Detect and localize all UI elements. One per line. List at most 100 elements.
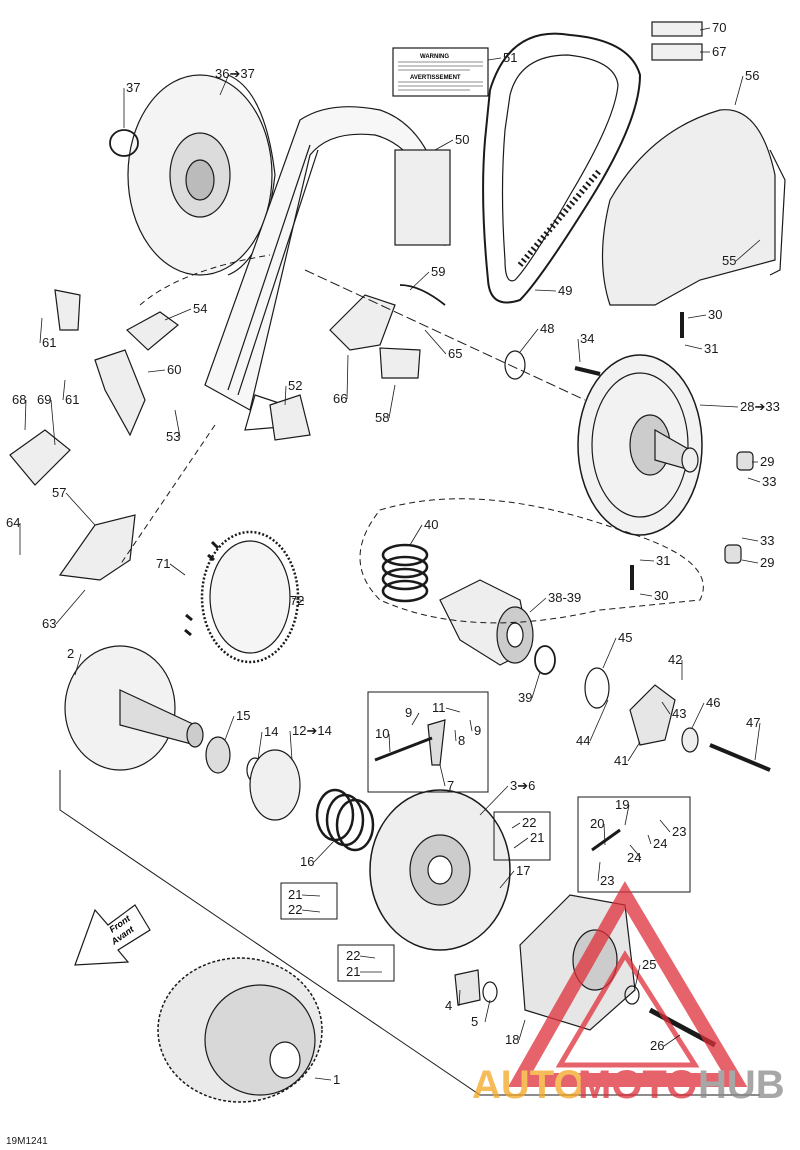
- callout-47: 47: [746, 715, 760, 761]
- callout-number: 33: [760, 533, 774, 548]
- callout-leader-line: [224, 715, 235, 741]
- callout-25: 25: [634, 957, 656, 989]
- callout-number: 61: [65, 392, 79, 407]
- callout-number: 26: [650, 1038, 664, 1053]
- spring-16: [315, 788, 375, 852]
- box-21-22-b: [280, 882, 338, 920]
- callout-number: 71: [156, 556, 170, 571]
- callout-number: 5: [471, 1014, 478, 1029]
- callout-number: 30: [654, 588, 668, 603]
- callout-number: 37: [126, 80, 140, 95]
- callout-69: 69: [37, 392, 56, 446]
- callout-43: 43: [661, 701, 686, 721]
- callout-45: 45: [602, 630, 632, 669]
- callout-leader-line: [479, 785, 509, 816]
- callout-9a: 9: [405, 705, 420, 726]
- callout-42: 42: [668, 652, 682, 680]
- callout-leader-line: [511, 822, 521, 829]
- callout-60: 60: [147, 362, 181, 377]
- callout-11: 11: [432, 700, 461, 715]
- callout-number: 30: [708, 307, 722, 322]
- roller-29b: [724, 544, 742, 564]
- callout-leader-line: [487, 57, 502, 61]
- callout-12-14: 12➔14: [289, 723, 332, 761]
- washer-45: [584, 667, 610, 709]
- callout-leader-line: [513, 837, 529, 849]
- spring-seat-12: [249, 749, 301, 821]
- callout-8: 8: [454, 729, 465, 748]
- callout-labels: 706751563736➔375055594930544834316165606…: [6, 20, 780, 1087]
- callout-leader-line: [409, 524, 423, 546]
- callout-number: 23: [600, 873, 614, 888]
- callout-leader-line: [424, 329, 447, 355]
- callout-number: 14: [264, 724, 278, 739]
- pad-68: [9, 429, 71, 486]
- callout-number: 59: [431, 264, 445, 279]
- callout-leader-line: [663, 1034, 681, 1047]
- callout-leader-line: [74, 653, 82, 676]
- front-arrow-sign: Front Avant: [74, 904, 151, 966]
- callout-leader-line: [639, 593, 653, 597]
- callout-number: 51: [503, 50, 517, 65]
- callout-23b: 23: [597, 861, 614, 888]
- callout-leader-line: [661, 701, 671, 715]
- callout-21b: 21: [288, 887, 321, 902]
- callout-53: 53: [166, 409, 180, 444]
- callout-leader-line: [284, 385, 287, 406]
- callout-number: 17: [516, 863, 530, 878]
- callout-number: 55: [722, 253, 736, 268]
- callout-number: 38-39: [548, 590, 581, 605]
- callout-2: 2: [67, 646, 82, 676]
- bracket-66: [329, 294, 396, 351]
- callout-59: 59: [409, 264, 445, 291]
- callout-24a: 24: [627, 844, 641, 865]
- callout-67: 67: [700, 44, 726, 59]
- callout-21a: 21: [513, 830, 544, 849]
- callout-61b: 61: [62, 379, 79, 407]
- box-22-21-a: [493, 811, 551, 861]
- callout-28-33: 28➔33: [699, 399, 780, 414]
- studs-71: [184, 540, 220, 637]
- callout-16: 16: [300, 839, 336, 869]
- callout-number: 69: [37, 392, 51, 407]
- callout-number: 67: [712, 44, 726, 59]
- callout-55: 55: [722, 239, 761, 268]
- callout-number: 60: [167, 362, 181, 377]
- callout-22b: 22: [288, 902, 321, 917]
- callout-29b: 29: [741, 555, 774, 570]
- callout-number: 22: [288, 902, 302, 917]
- belt-guard-frame-50: [204, 106, 451, 431]
- callout-number: 39: [518, 690, 532, 705]
- callout-24b: 24: [647, 834, 667, 851]
- label-67: [651, 43, 703, 61]
- callout-leader-line: [257, 731, 263, 761]
- frame-boxes: [59, 254, 760, 1096]
- bracket-61: [54, 289, 81, 331]
- callout-leader-line: [534, 289, 557, 292]
- callout-leader-line: [458, 989, 461, 1007]
- callout-number: 56: [745, 68, 759, 83]
- callout-14: 14: [257, 724, 278, 761]
- washer-46: [681, 727, 699, 753]
- callout-leader-line: [219, 73, 230, 96]
- callout-number: 66: [333, 391, 347, 406]
- callout-23a: 23: [659, 819, 686, 839]
- bolt-47: [709, 743, 771, 772]
- callout-number: 25: [642, 957, 656, 972]
- callout-40: 40: [409, 517, 438, 546]
- label-70: [651, 21, 703, 37]
- callout-number: 24: [627, 850, 641, 865]
- callout-number: 9: [474, 723, 481, 738]
- callout-39: 39: [518, 671, 541, 705]
- ring-48: [504, 350, 526, 380]
- bracket-57: [58, 514, 136, 581]
- spring-40: [381, 543, 429, 603]
- callout-66: 66: [333, 354, 349, 406]
- warning-label-51: [392, 47, 489, 97]
- callout-56: 56: [734, 68, 759, 106]
- callout-leader-line: [445, 707, 461, 713]
- callout-15: 15: [224, 708, 250, 741]
- callout-number: 41: [614, 753, 628, 768]
- callout-20: 20: [590, 816, 606, 846]
- callout-44: 44: [576, 699, 609, 748]
